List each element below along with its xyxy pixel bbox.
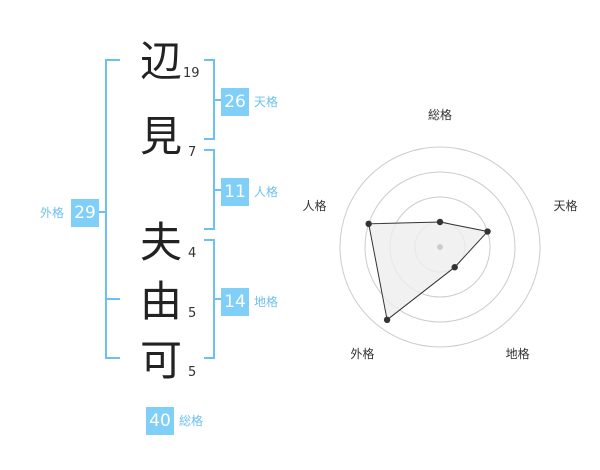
gaikaku-bracket (105, 59, 120, 359)
stroke-count-4: 5 (188, 306, 197, 321)
tenkaku-value: 26 (221, 88, 249, 116)
radar-area (368, 221, 489, 321)
soukaku-value: 40 (146, 407, 174, 435)
gaikaku-label: 外格 (40, 206, 65, 220)
radar-axis-label: 総格 (428, 107, 452, 122)
jinkaku-value: 11 (221, 178, 249, 206)
radar-point (436, 218, 444, 226)
chikaku-label: 地格 (254, 295, 279, 309)
radar-axis-label: 外格 (350, 346, 374, 361)
radar-point (484, 228, 491, 235)
radar-point (383, 316, 391, 324)
name-char-2: 見 (139, 112, 182, 161)
name-char-5: 可 (139, 336, 182, 385)
radar-center-dot (437, 244, 443, 250)
radar-point (451, 264, 458, 271)
radar-axis-label: 人格 (302, 198, 326, 213)
stroke-count-1: 19 (183, 66, 200, 81)
soukaku-label: 総格 (179, 414, 204, 428)
radar-ring (339, 146, 541, 348)
jinkaku-label: 人格 (254, 185, 279, 199)
radar-axis-label: 天格 (554, 198, 578, 213)
gaikaku-value: 29 (71, 199, 99, 227)
name-char-1: 辺 (139, 37, 182, 86)
stroke-count-3: 4 (188, 246, 197, 261)
radar-point (365, 220, 372, 228)
name-char-3: 夫 (139, 218, 182, 267)
stroke-count-5: 5 (188, 365, 197, 380)
stroke-count-2: 7 (188, 145, 197, 160)
tenkaku-label: 天格 (254, 95, 279, 109)
radar-axis-label: 地格 (506, 346, 530, 361)
radar-ring (364, 171, 516, 323)
chikaku-value: 14 (221, 288, 249, 316)
name-char-4: 由 (139, 277, 182, 326)
